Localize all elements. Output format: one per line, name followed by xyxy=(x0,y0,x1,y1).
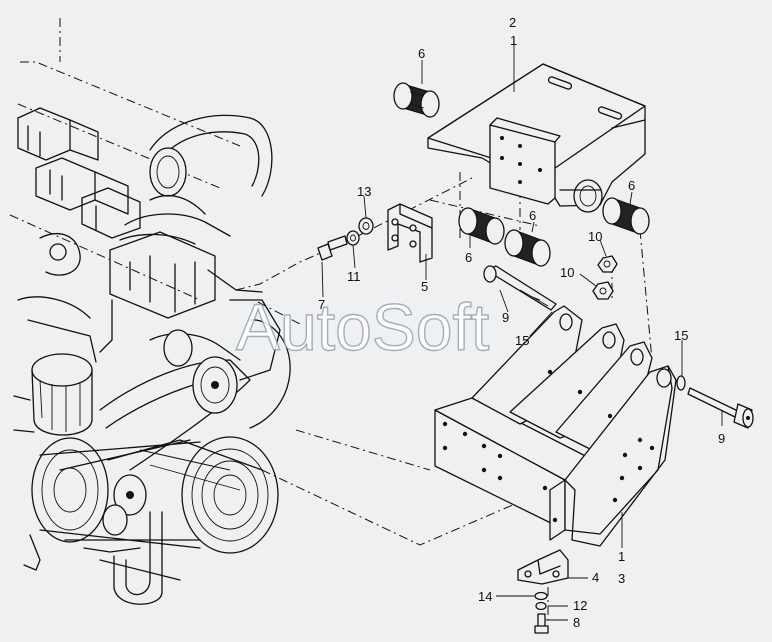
callout-15-left: 15 xyxy=(515,333,529,348)
bolt-9-right xyxy=(676,375,754,429)
rubber-mount-top xyxy=(393,82,440,118)
callout-6-mid: 6 xyxy=(529,208,536,223)
callout-6-left: 6 xyxy=(465,250,472,265)
callout-numbers: 2 1 6 6 6 6 13 11 7 5 10 10 9 15 15 9 1 … xyxy=(318,15,725,630)
callout-5: 5 xyxy=(421,279,428,294)
rubber-mount-center-right xyxy=(504,229,551,267)
callout-3: 3 xyxy=(618,571,625,586)
callout-11: 11 xyxy=(347,269,361,284)
callout-15-right: 15 xyxy=(674,328,688,343)
callout-10-a: 10 xyxy=(588,229,602,244)
leader-lines xyxy=(321,38,723,621)
bolt-9-mid xyxy=(483,265,557,311)
callout-8: 8 xyxy=(573,615,580,630)
watermark-text: AutoSoft xyxy=(236,290,489,364)
bolt-7-assembly xyxy=(317,217,374,261)
nuts-10 xyxy=(592,255,618,300)
upper-bracket xyxy=(427,63,646,213)
callout-4: 4 xyxy=(592,570,599,585)
callout-9-left: 9 xyxy=(502,310,509,325)
small-bracket xyxy=(387,203,433,263)
callout-9-right: 9 xyxy=(718,431,725,446)
callout-2: 2 xyxy=(509,15,516,30)
callout-1-top: 1 xyxy=(510,33,517,48)
rubber-mount-center-left xyxy=(458,207,505,245)
callout-12: 12 xyxy=(573,598,587,613)
engine-block xyxy=(9,18,291,605)
callout-6-top: 6 xyxy=(418,46,425,61)
callout-10-b: 10 xyxy=(560,265,574,280)
rubber-mount-right xyxy=(602,197,650,235)
callout-1-bottom: 1 xyxy=(618,549,625,564)
callout-13: 13 xyxy=(357,184,371,199)
lower-small-bracket xyxy=(517,549,569,634)
callout-6-right: 6 xyxy=(628,178,635,193)
rubber-mounts xyxy=(393,82,650,267)
lower-bracket xyxy=(434,305,677,547)
callout-14: 14 xyxy=(478,589,492,604)
callout-7: 7 xyxy=(318,297,325,312)
